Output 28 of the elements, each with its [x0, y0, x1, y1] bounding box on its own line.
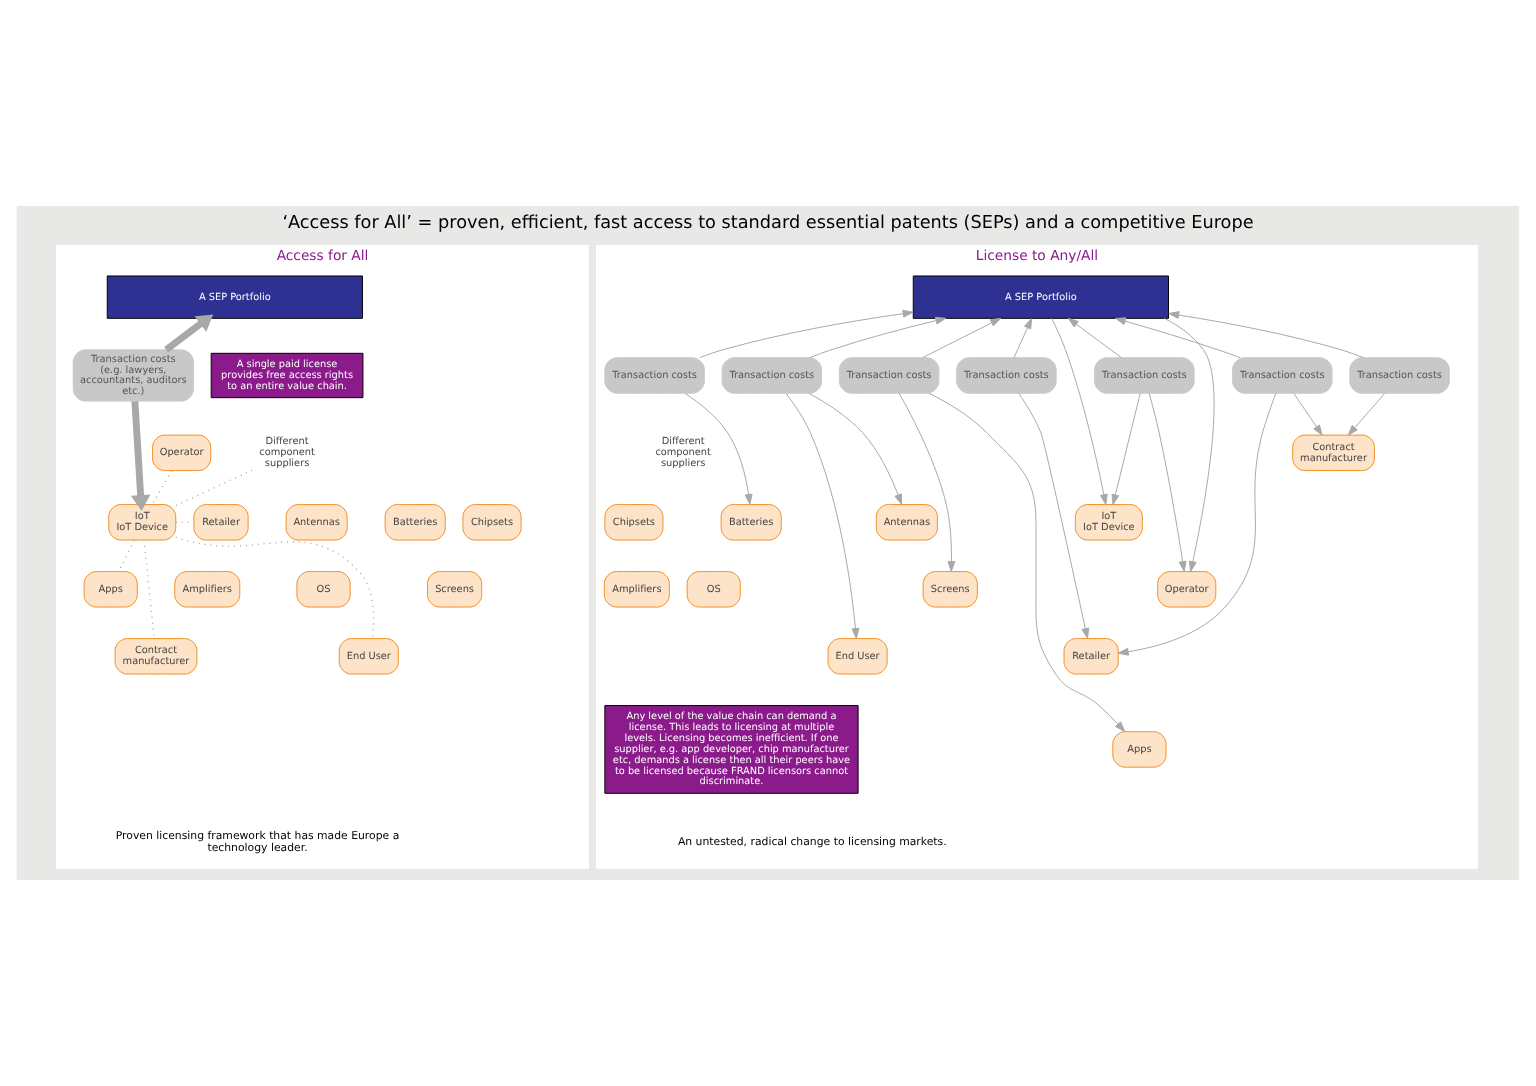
arrow [809, 316, 947, 359]
arrow [1018, 392, 1090, 639]
arrow [922, 317, 1002, 359]
arrow [164, 314, 214, 353]
arrow [1293, 393, 1323, 436]
arrow [1148, 392, 1187, 572]
connector [175, 536, 375, 640]
arrow [785, 393, 860, 639]
arrow [1067, 317, 1122, 358]
arrow [1117, 392, 1277, 656]
arrow [1115, 317, 1241, 359]
arrow [928, 392, 1126, 732]
arrow [684, 392, 753, 505]
arrow [130, 401, 151, 512]
arrow [1051, 317, 1108, 505]
connector [151, 470, 173, 506]
arrow [1347, 393, 1386, 436]
arrow [1013, 318, 1033, 359]
arrow [898, 393, 956, 572]
arrow [1168, 311, 1364, 359]
connector [118, 539, 135, 572]
arrow [1163, 317, 1215, 572]
connector [175, 469, 253, 507]
arrow [699, 309, 914, 359]
arrow [808, 392, 903, 505]
diagram-title: ‘Access for All’ = proven, efficient, fast access to standard essential patents (SEPs) and a competitive Europe [282, 214, 1254, 235]
arrow [1111, 392, 1141, 506]
connector [143, 539, 155, 640]
